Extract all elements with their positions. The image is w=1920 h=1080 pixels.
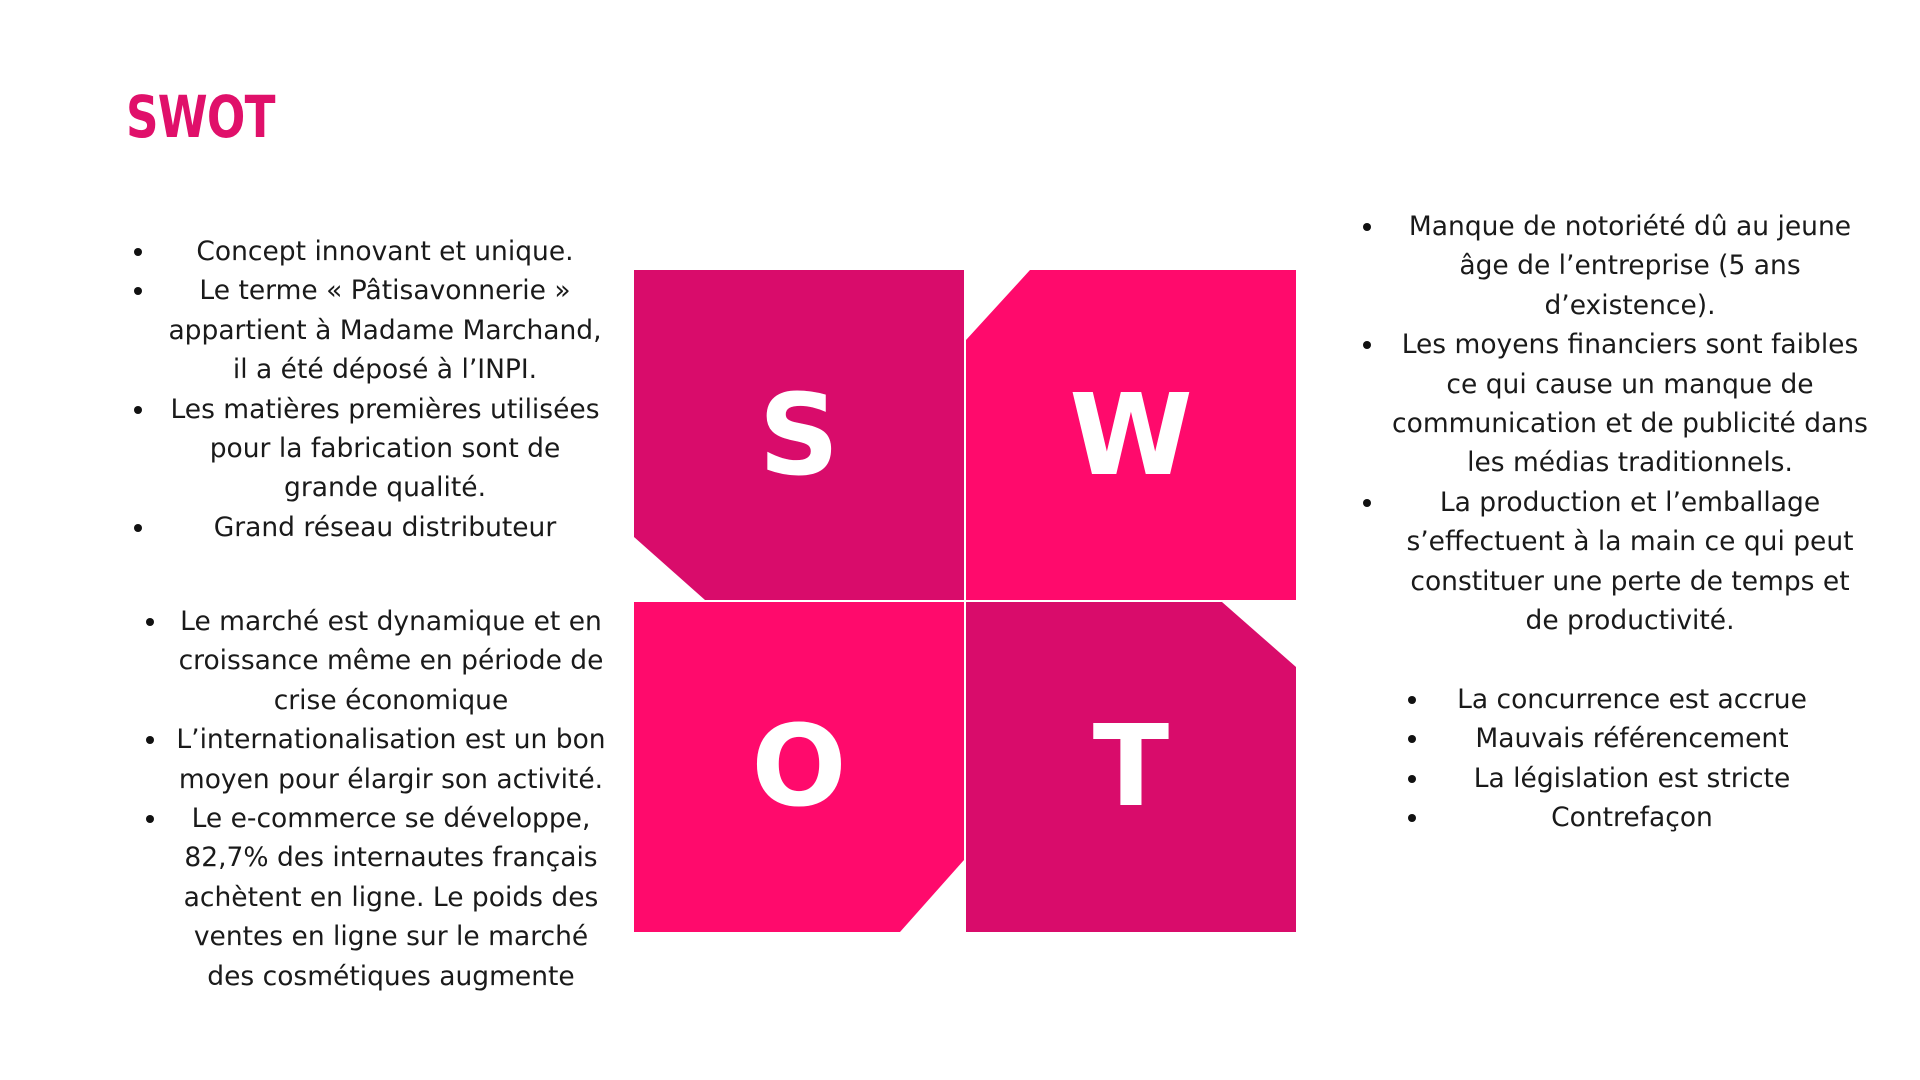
strength-item: Les matières premières utilisées pour la…: [130, 390, 610, 508]
threat-item: Contrefaçon: [1404, 798, 1830, 837]
strengths-list: Concept innovant et unique. Le terme « P…: [130, 232, 610, 547]
page-title: SWOT: [126, 83, 275, 151]
quadrant-t-letter: T: [1093, 702, 1169, 832]
strength-item: Concept innovant et unique.: [130, 232, 610, 271]
opportunity-item: Le marché est dynamique et en croissance…: [141, 602, 611, 720]
weakness-item: La production et l’emballage s’effectuen…: [1360, 483, 1870, 641]
quadrant-o: [634, 602, 964, 932]
quadrant-t: [966, 602, 1296, 932]
weaknesses-list: Manque de notoriété dû au jeune âge de l…: [1360, 207, 1870, 640]
quadrant-w-letter: W: [1069, 371, 1193, 501]
weakness-item: Manque de notoriété dû au jeune âge de l…: [1360, 207, 1870, 325]
strength-item: Grand réseau distributeur: [130, 508, 610, 547]
quadrant-w: [966, 270, 1296, 600]
threat-item: Mauvais référencement: [1404, 719, 1830, 758]
opportunities-list: Le marché est dynamique et en croissance…: [141, 602, 611, 996]
strength-item: Le terme « Pâtisavonnerie » appartient à…: [130, 271, 610, 389]
opportunity-item: Le e-commerce se développe, 82,7% des in…: [141, 799, 611, 996]
quadrant-s-letter: S: [759, 371, 840, 501]
threat-item: La concurrence est accrue: [1404, 680, 1830, 719]
threat-item: La législation est stricte: [1404, 759, 1830, 798]
threats-list: La concurrence est accrue Mauvais référe…: [1404, 680, 1830, 838]
quadrant-s: [634, 270, 964, 600]
weakness-item: Les moyens financiers sont faibles ce qu…: [1360, 325, 1870, 483]
opportunity-item: L’internationalisation est un bon moyen …: [141, 720, 611, 799]
quadrant-o-letter: O: [751, 702, 846, 832]
